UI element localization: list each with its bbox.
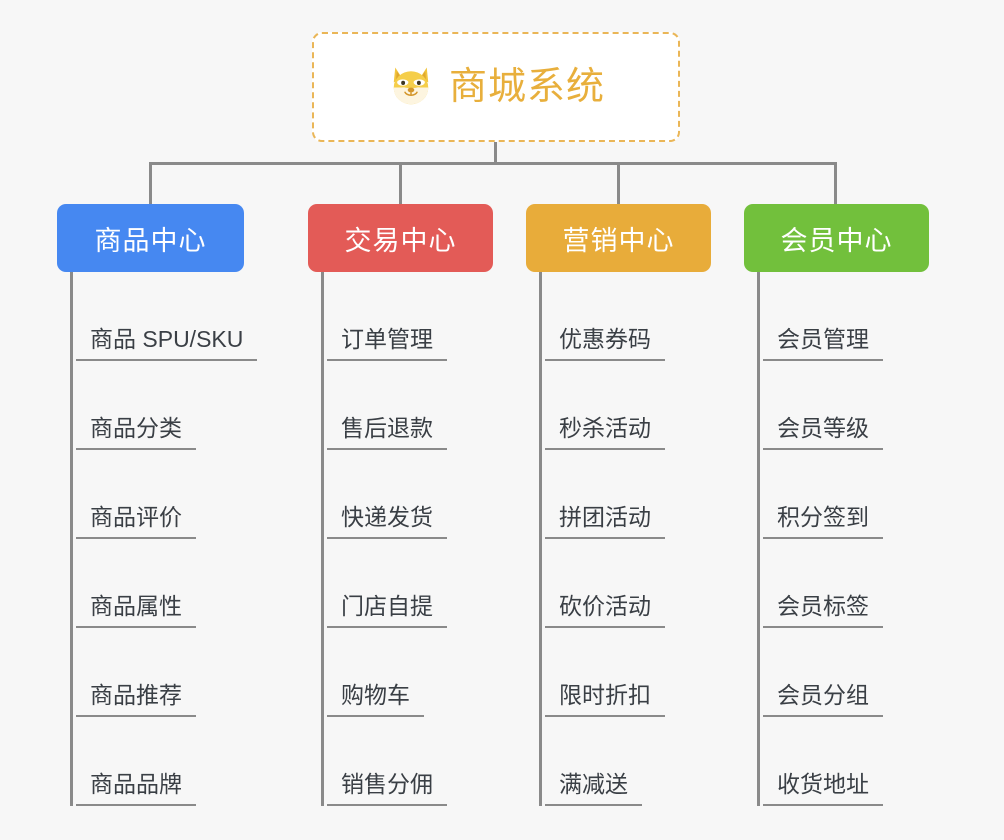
leaf-item[interactable]: 商品品牌 [60, 717, 244, 806]
leaf-item[interactable]: 限时折扣 [529, 628, 711, 717]
leaf-item-label: 快递发货 [327, 498, 447, 539]
leaf-item-label: 会员分组 [763, 676, 883, 717]
leaf-item[interactable]: 会员管理 [747, 272, 929, 361]
leaf-item-label: 会员管理 [763, 320, 883, 361]
connector-drop-1 [149, 162, 152, 206]
leaf-item[interactable]: 积分签到 [747, 450, 929, 539]
connector-drop-2 [399, 162, 402, 206]
branch-column-1: 商品中心 商品 SPU/SKU 商品分类 商品评价 商品属性 商品推荐 商品品牌 [57, 204, 258, 806]
root-node-shop-system[interactable]: 商城系统 [312, 32, 680, 142]
leaf-item[interactable]: 商品属性 [60, 539, 244, 628]
connector-horizontal-bus [149, 162, 837, 165]
leaf-item[interactable]: 商品 SPU/SKU [60, 272, 258, 361]
leaf-item-label: 商品属性 [76, 587, 196, 628]
leaf-item-label: 购物车 [327, 676, 424, 717]
leaf-item[interactable]: 砍价活动 [529, 539, 711, 628]
leaf-list-2: 订单管理 售后退款 快递发货 门店自提 购物车 销售分佣 [308, 272, 493, 806]
branch-header-4-label: 会员中心 [780, 225, 893, 256]
branch-header-3-label: 营销中心 [562, 225, 675, 256]
leaf-item-label: 限时折扣 [545, 676, 665, 717]
root-node-title: 商城系统 [448, 66, 605, 108]
leaf-item[interactable]: 订单管理 [311, 272, 493, 361]
leaf-item-label: 商品分类 [76, 409, 196, 450]
branch-column-2: 交易中心 订单管理 售后退款 快递发货 门店自提 购物车 销售分佣 [308, 204, 493, 806]
leaf-item-label: 会员等级 [763, 409, 883, 450]
leaf-item-label: 商品 SPU/SKU [76, 320, 258, 361]
leaf-spine-3 [539, 272, 542, 806]
leaf-item[interactable]: 商品推荐 [60, 628, 244, 717]
leaf-item[interactable]: 秒杀活动 [529, 361, 711, 450]
leaf-item-label: 收货地址 [763, 765, 883, 806]
leaf-spine-4 [757, 272, 760, 806]
leaf-item[interactable]: 购物车 [311, 628, 493, 717]
leaf-item[interactable]: 销售分佣 [311, 717, 493, 806]
leaf-spine-1 [70, 272, 73, 806]
leaf-item[interactable]: 快递发货 [311, 450, 493, 539]
leaf-item-label: 满减送 [545, 765, 642, 806]
leaf-item-label: 商品评价 [76, 498, 196, 539]
leaf-item[interactable]: 会员标签 [747, 539, 929, 628]
leaf-item-label: 积分签到 [763, 498, 883, 539]
branch-header-2-label: 交易中心 [344, 225, 457, 256]
leaf-item-label: 会员标签 [763, 587, 883, 628]
leaf-item-label: 拼团活动 [545, 498, 665, 539]
branch-header-4[interactable]: 会员中心 [744, 204, 929, 272]
leaf-item-label: 门店自提 [327, 587, 447, 628]
branch-header-1[interactable]: 商品中心 [57, 204, 244, 272]
shiba-dog-face-icon [393, 67, 429, 107]
leaf-item-label: 优惠券码 [545, 320, 665, 361]
branch-column-4: 会员中心 会员管理 会员等级 积分签到 会员标签 会员分组 收货地址 [744, 204, 929, 806]
connector-drop-3 [617, 162, 620, 206]
leaf-item-label: 砍价活动 [545, 587, 665, 628]
connector-drop-4 [834, 162, 837, 206]
leaf-item-label: 售后退款 [327, 409, 447, 450]
leaf-item-label: 销售分佣 [327, 765, 447, 806]
leaf-item-label: 秒杀活动 [545, 409, 665, 450]
leaf-item[interactable]: 商品评价 [60, 450, 244, 539]
leaf-item[interactable]: 满减送 [529, 717, 711, 806]
leaf-item[interactable]: 商品分类 [60, 361, 244, 450]
leaf-item[interactable]: 收货地址 [747, 717, 929, 806]
leaf-item[interactable]: 门店自提 [311, 539, 493, 628]
leaf-list-3: 优惠券码 秒杀活动 拼团活动 砍价活动 限时折扣 满减送 [526, 272, 711, 806]
leaf-spine-2 [321, 272, 324, 806]
leaf-item-label: 商品品牌 [76, 765, 196, 806]
leaf-list-4: 会员管理 会员等级 积分签到 会员标签 会员分组 收货地址 [744, 272, 929, 806]
leaf-item-label: 订单管理 [327, 320, 447, 361]
branch-header-2[interactable]: 交易中心 [308, 204, 493, 272]
leaf-item[interactable]: 售后退款 [311, 361, 493, 450]
leaf-item[interactable]: 会员分组 [747, 628, 929, 717]
leaf-item-label: 商品推荐 [76, 676, 196, 717]
branch-header-3[interactable]: 营销中心 [526, 204, 711, 272]
leaf-item[interactable]: 会员等级 [747, 361, 929, 450]
leaf-list-1: 商品 SPU/SKU 商品分类 商品评价 商品属性 商品推荐 商品品牌 [57, 272, 258, 806]
leaf-item[interactable]: 拼团活动 [529, 450, 711, 539]
branch-column-3: 营销中心 优惠券码 秒杀活动 拼团活动 砍价活动 限时折扣 满减送 [526, 204, 711, 806]
connector-root-vertical [494, 142, 497, 164]
leaf-item[interactable]: 优惠券码 [529, 272, 711, 361]
branch-header-1-label: 商品中心 [94, 225, 207, 256]
